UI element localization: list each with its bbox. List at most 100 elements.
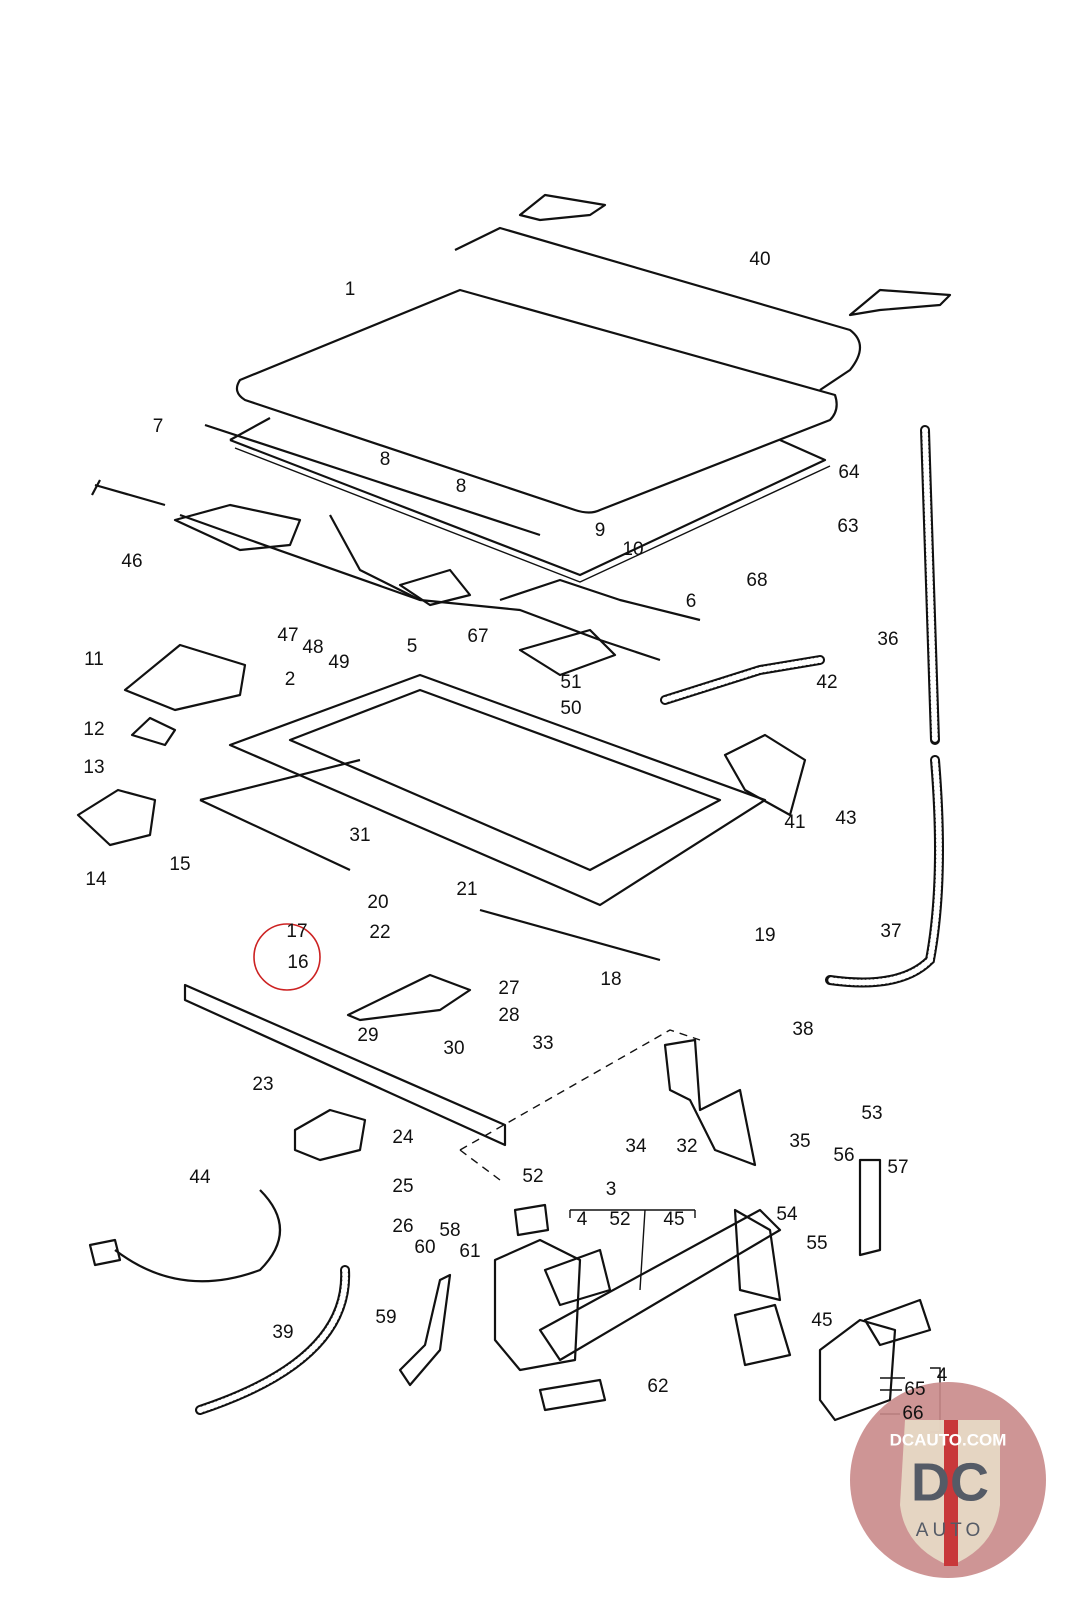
callout-24: 24 <box>392 1127 414 1148</box>
callout-5: 5 <box>407 636 418 657</box>
callout-12: 12 <box>83 719 104 740</box>
part-40-handles <box>518 193 952 317</box>
callout-1: 1 <box>345 279 356 300</box>
part-6-seal <box>229 417 827 577</box>
callout-8: 8 <box>456 476 467 497</box>
highlight-circle-16-17 <box>253 923 321 991</box>
mechanism-left <box>173 503 302 552</box>
callout-36: 36 <box>877 629 898 650</box>
callout-61: 61 <box>459 1241 480 1262</box>
part-drawings <box>76 193 952 1433</box>
part-11 <box>123 643 247 712</box>
logo-sub: AUTO <box>916 1520 984 1541</box>
callout-65: 65 <box>904 1379 925 1400</box>
group-bracket-3 <box>569 1209 696 1291</box>
part-2-frame-inner <box>288 688 722 872</box>
callout-17: 17 <box>286 921 307 942</box>
part-41-bracket <box>723 733 807 817</box>
watermark-text: DCAUTO.COM <box>890 1430 1007 1449</box>
callout-57: 57 <box>887 1157 908 1178</box>
part-27-plate <box>346 973 472 1022</box>
callout-59: 59 <box>375 1307 396 1328</box>
callout-55: 55 <box>806 1233 827 1254</box>
drive-end <box>733 1208 782 1302</box>
callout-40: 40 <box>749 249 770 270</box>
drive-rail <box>538 1208 782 1362</box>
callout-26: 26 <box>392 1216 413 1237</box>
callout-32: 32 <box>676 1136 697 1157</box>
callout-45: 45 <box>663 1209 684 1230</box>
callout-45: 45 <box>811 1310 832 1331</box>
callout-63: 63 <box>837 516 858 537</box>
part-14 <box>76 788 157 847</box>
callout-62: 62 <box>647 1376 668 1397</box>
callout-30: 30 <box>443 1038 464 1059</box>
callout-43: 43 <box>835 808 856 829</box>
callout-67: 67 <box>467 626 488 647</box>
logo-stripe <box>944 1420 958 1566</box>
callout-27: 27 <box>498 978 519 999</box>
part-12 <box>130 716 177 747</box>
callout-51: 51 <box>560 672 581 693</box>
callout-52: 52 <box>609 1209 630 1230</box>
callout-42: 42 <box>816 672 837 693</box>
callout-46: 46 <box>121 551 142 572</box>
callout-6: 6 <box>686 591 697 612</box>
callout-19: 19 <box>754 925 775 946</box>
callout-31: 31 <box>349 825 370 846</box>
callout-22: 22 <box>369 922 390 943</box>
part-53-bracket <box>858 1158 882 1257</box>
part-44-connector <box>88 1238 122 1267</box>
callout-10: 10 <box>622 539 643 560</box>
callout-11: 11 <box>84 649 104 670</box>
dashed-assembly-line <box>459 1029 701 1181</box>
part-4-motor <box>543 1248 612 1307</box>
callout-37: 37 <box>880 921 901 942</box>
logo-letters: DC <box>911 1452 989 1512</box>
callout-9: 9 <box>595 520 606 541</box>
part-45-unit <box>733 1303 792 1367</box>
callout-48: 48 <box>302 637 323 658</box>
callout-58: 58 <box>439 1220 460 1241</box>
callout-29: 29 <box>357 1025 378 1046</box>
watermark-logo: DCAUTO.COM DC AUTO <box>850 1382 1046 1578</box>
part-52-relay <box>513 1203 550 1237</box>
drive-cable-2 <box>329 514 701 622</box>
part-2-frame <box>228 673 767 907</box>
callout-25: 25 <box>392 1176 413 1197</box>
part-32-bracket <box>663 1038 757 1167</box>
callout-41: 41 <box>784 812 805 833</box>
callout-54: 54 <box>776 1204 798 1225</box>
callout-16: 16 <box>287 952 308 973</box>
part-23-rail <box>183 983 507 1147</box>
part-37-hose <box>825 755 944 988</box>
part-7-rod <box>204 423 541 537</box>
callout-47: 47 <box>277 625 298 646</box>
callout-4: 4 <box>577 1209 588 1230</box>
callout-21: 21 <box>456 879 477 900</box>
callout-39: 39 <box>272 1322 293 1343</box>
part-6-seal-inner <box>234 447 831 583</box>
part-5-mechanism <box>398 568 472 607</box>
callout-13: 13 <box>83 757 104 778</box>
callout-28: 28 <box>498 1005 519 1026</box>
callout-8: 8 <box>380 449 391 470</box>
callout-44: 44 <box>189 1167 211 1188</box>
callout-33: 33 <box>532 1033 553 1054</box>
callout-23: 23 <box>252 1074 273 1095</box>
callout-18: 18 <box>600 969 621 990</box>
callout-50: 50 <box>560 698 581 719</box>
part-24 <box>293 1108 367 1162</box>
part-62 <box>538 1378 607 1412</box>
callout-20: 20 <box>367 892 388 913</box>
callout-53: 53 <box>861 1103 882 1124</box>
callout-14: 14 <box>85 869 107 890</box>
mechanism-right <box>518 628 617 677</box>
callout-56: 56 <box>833 1145 854 1166</box>
callout-60: 60 <box>414 1237 435 1258</box>
part-1-panel <box>235 288 838 514</box>
callout-34: 34 <box>625 1136 647 1157</box>
